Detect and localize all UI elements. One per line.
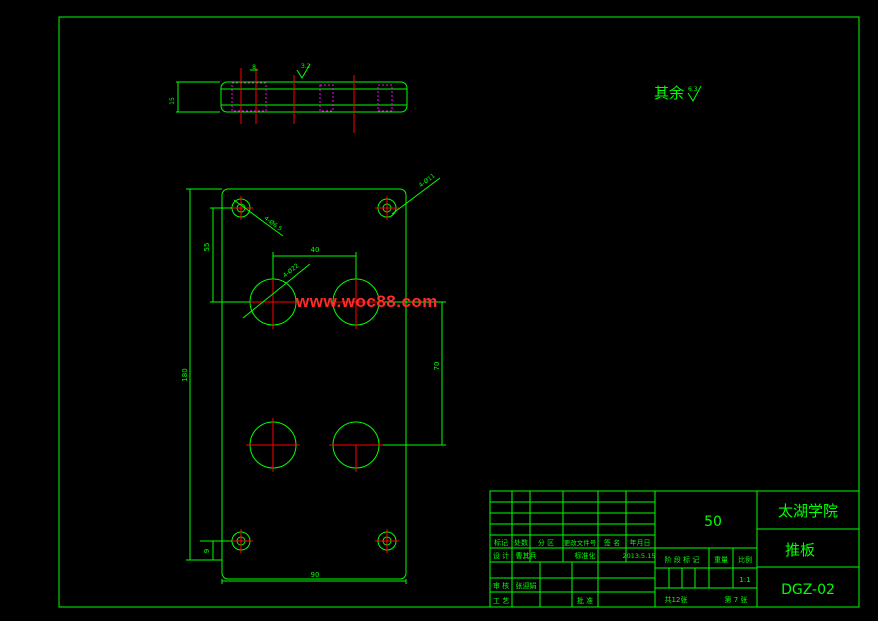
dim-hole-big: 4-Ø22 <box>282 262 301 279</box>
tb-standardizer: 标准化 <box>575 551 596 560</box>
tb-drawing-no: DGZ-02 <box>781 582 835 598</box>
dim-thickness: 15 <box>169 97 176 105</box>
tb-date: 2013.5.15 <box>622 552 655 560</box>
tb-sheet-no: 第 7 张 <box>725 595 748 604</box>
tb-label-review: 审 核 <box>493 581 509 590</box>
tb-label-stage: 阶 段 标 记 <box>665 555 700 564</box>
dim-bottom-offset: 9 <box>203 549 211 553</box>
drawing-border <box>58 16 860 608</box>
tb-label-approve: 批 准 <box>577 596 593 605</box>
tb-label-weight: 重量 <box>714 556 728 564</box>
dim-hole-small-b: 4-Ø11 <box>418 172 437 189</box>
front-view: 180 55 9 40 70 90 4-Ø22 4-Ø6.5 4-Ø11 <box>181 172 446 584</box>
dim-hole-spacing-x: 40 <box>311 246 320 254</box>
tb-school: 太湖学院 <box>778 502 838 520</box>
tb-weight: 50 <box>704 514 722 530</box>
tb-label-sign: 签 名 <box>604 538 620 547</box>
tb-sheets-total: 共12张 <box>665 595 688 604</box>
tb-checker: 张迎娟 <box>516 581 537 590</box>
note-rest: 其余 <box>654 84 684 102</box>
tb-label-count: 处数 <box>514 538 528 547</box>
roughness-rest: 6.3 <box>688 86 698 93</box>
roughness-symbol <box>687 85 702 102</box>
dim-top-offset: 55 <box>203 243 211 252</box>
tb-label-zone: 分 区 <box>538 538 554 547</box>
tb-part-name: 推板 <box>785 541 815 559</box>
tb-label-design: 设 计 <box>493 551 509 560</box>
tb-label-scale: 比例 <box>738 555 752 564</box>
tb-label-mark: 标记 <box>494 538 508 547</box>
tb-label-ymd: 年月日 <box>630 538 651 547</box>
tb-label-doc: 更改文件号 <box>564 538 597 547</box>
dim-chamfer: 8 <box>252 64 256 71</box>
tb-scale: 1:1 <box>739 576 750 584</box>
title-block-text: 50 太湖学院 推板 DGZ-02 标记 处数 分 区 更改文件号 签 名 年月… <box>493 502 838 605</box>
dim-width: 90 <box>311 571 320 579</box>
dim-height: 180 <box>181 368 189 381</box>
tb-designer: 曹其兵 <box>516 551 537 560</box>
dim-hole-spacing-y: 70 <box>433 362 441 371</box>
roughness-side: 3.2 <box>301 63 311 70</box>
side-view: 15 8 3.2 <box>169 63 408 133</box>
watermark: www.woc88.com <box>296 292 438 311</box>
tb-label-process: 工 艺 <box>493 597 509 605</box>
title-block <box>489 490 860 608</box>
